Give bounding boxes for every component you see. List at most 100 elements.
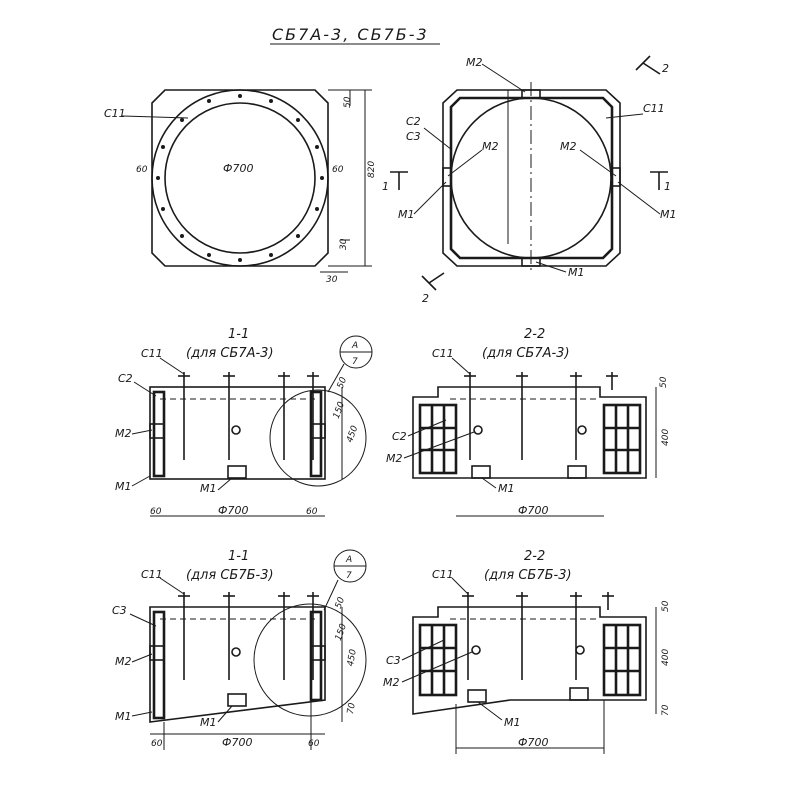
label-c3: С3 <box>112 604 127 617</box>
label-c11: С11 <box>141 347 163 360</box>
dim-diameter: Ф700 <box>518 736 548 749</box>
label-m1-left: М1 <box>115 710 132 723</box>
dim-50: 50 <box>343 96 353 108</box>
leader-m1-left <box>413 181 447 215</box>
leader-c11 <box>451 357 471 375</box>
leader-c2 <box>133 381 157 397</box>
diameter-label: Ф700 <box>223 162 253 175</box>
lifting-loop-left <box>471 645 481 655</box>
label-c2: С2 <box>406 115 421 128</box>
section-2-top-label: 2 <box>662 62 669 75</box>
dim-30-a: 30 <box>339 238 349 250</box>
section-title: 2-2 <box>524 549 545 564</box>
leader-c11 <box>121 115 189 119</box>
label-c11: С11 <box>432 568 454 581</box>
leader-c11 <box>605 113 644 119</box>
dim-150: 150 <box>332 400 347 420</box>
label-m1-bottom: М1 <box>568 266 585 279</box>
leader-m1-left <box>131 711 153 717</box>
section-title: 2-2 <box>524 327 545 342</box>
section-1-right-label: 1 <box>664 180 671 193</box>
reinforcement-frame <box>449 96 614 260</box>
leader-m1-bottom <box>535 261 567 273</box>
label-c2: С2 <box>118 372 133 385</box>
block-body <box>149 606 326 723</box>
section-1-1-a: 1-1 (для СБ7А-3) А 7 С11 С2 М2 <box>115 327 373 517</box>
dim-450: 450 <box>346 648 359 667</box>
section-marker-2-top: 2 <box>635 55 669 75</box>
dim-50: 50 <box>661 600 671 612</box>
label-c11: С11 <box>104 107 126 120</box>
drawing-title: СБ7А-3, СБ7Б-3 <box>272 25 429 44</box>
rebar-cage-right <box>602 403 642 475</box>
section-title: 1-1 <box>228 549 249 564</box>
section-title: 1-1 <box>228 327 249 342</box>
callout-leader <box>323 579 339 611</box>
label-c11: С11 <box>141 568 163 581</box>
dim-400: 400 <box>661 649 671 666</box>
section-1-1-b: 1-1 (для СБ7Б-3) А 7 С11 С3 М2 <box>112 549 367 750</box>
m1-plate-right <box>569 687 589 701</box>
ring-inner <box>164 102 316 254</box>
left-plate-c2 <box>152 390 166 478</box>
label-c11: С11 <box>432 347 454 360</box>
section-subtitle: (для СБ7А-3) <box>186 346 274 361</box>
section-subtitle: (для СБ7Б-3) <box>186 568 274 583</box>
label-m1-right: М1 <box>660 208 677 221</box>
label-c11: С11 <box>643 102 665 115</box>
leader-c3 <box>129 613 157 627</box>
leader-m2 <box>131 429 153 435</box>
dim-right: 60 <box>306 507 318 517</box>
dim-450: 450 <box>345 424 360 444</box>
anchor-holes <box>156 94 324 262</box>
rebar-cage-left <box>418 403 458 475</box>
lifting-loop-left <box>473 425 483 435</box>
block-outline <box>151 89 329 267</box>
label-m1: М1 <box>498 482 515 495</box>
label-m1-mid: М1 <box>200 716 217 729</box>
block-body <box>412 606 647 715</box>
detail-circle <box>269 389 367 487</box>
leader-m2-top <box>481 63 526 93</box>
section-marker-1-left: 1 <box>382 171 408 193</box>
ring-outer <box>151 89 329 267</box>
block-body <box>412 386 647 479</box>
lifting-loop-right <box>575 645 585 655</box>
leader-c11 <box>451 577 469 595</box>
detail-circle <box>253 603 367 717</box>
right-m2 <box>310 645 326 661</box>
rebar-cage-left <box>418 623 458 697</box>
lifting-loop-right <box>577 425 587 435</box>
top-left-plan-view: С11 Ф700 60 60 50 820 30 30 <box>104 89 377 285</box>
label-m1-mid: М1 <box>200 482 217 495</box>
leader-m2-left <box>447 149 483 177</box>
leader-m2 <box>401 651 473 683</box>
plate-left <box>442 167 452 187</box>
anchor-bolts <box>178 592 319 680</box>
dim-left: 60 <box>151 739 163 749</box>
label-m2-left: М2 <box>482 140 499 153</box>
m1-plate-right <box>567 465 587 479</box>
dim-right: 60 <box>308 739 320 749</box>
leader-m1-right <box>617 181 661 215</box>
lifting-loop <box>231 647 241 657</box>
section-2-bottom-label: 2 <box>422 292 429 305</box>
dim-150: 150 <box>334 622 349 642</box>
leader-m2-right <box>579 149 617 177</box>
label-m1-left: М1 <box>115 480 132 493</box>
m1-plate-left <box>467 689 487 703</box>
dim-50: 50 <box>659 376 669 388</box>
left-plate-c3 <box>152 610 166 720</box>
leader-m2 <box>403 431 475 459</box>
right-m2 <box>310 423 326 439</box>
dim-70: 70 <box>346 702 358 715</box>
anchor-bolts <box>178 372 319 460</box>
leader-m1 <box>477 701 503 721</box>
section-2-2-a: 2-2 (для СБ7А-3) <box>386 327 671 517</box>
dim-70: 70 <box>661 704 671 716</box>
label-c2: С2 <box>392 430 407 443</box>
leader-c2 <box>423 127 453 151</box>
label-m2: М2 <box>386 452 403 465</box>
m1-plate <box>227 693 247 707</box>
